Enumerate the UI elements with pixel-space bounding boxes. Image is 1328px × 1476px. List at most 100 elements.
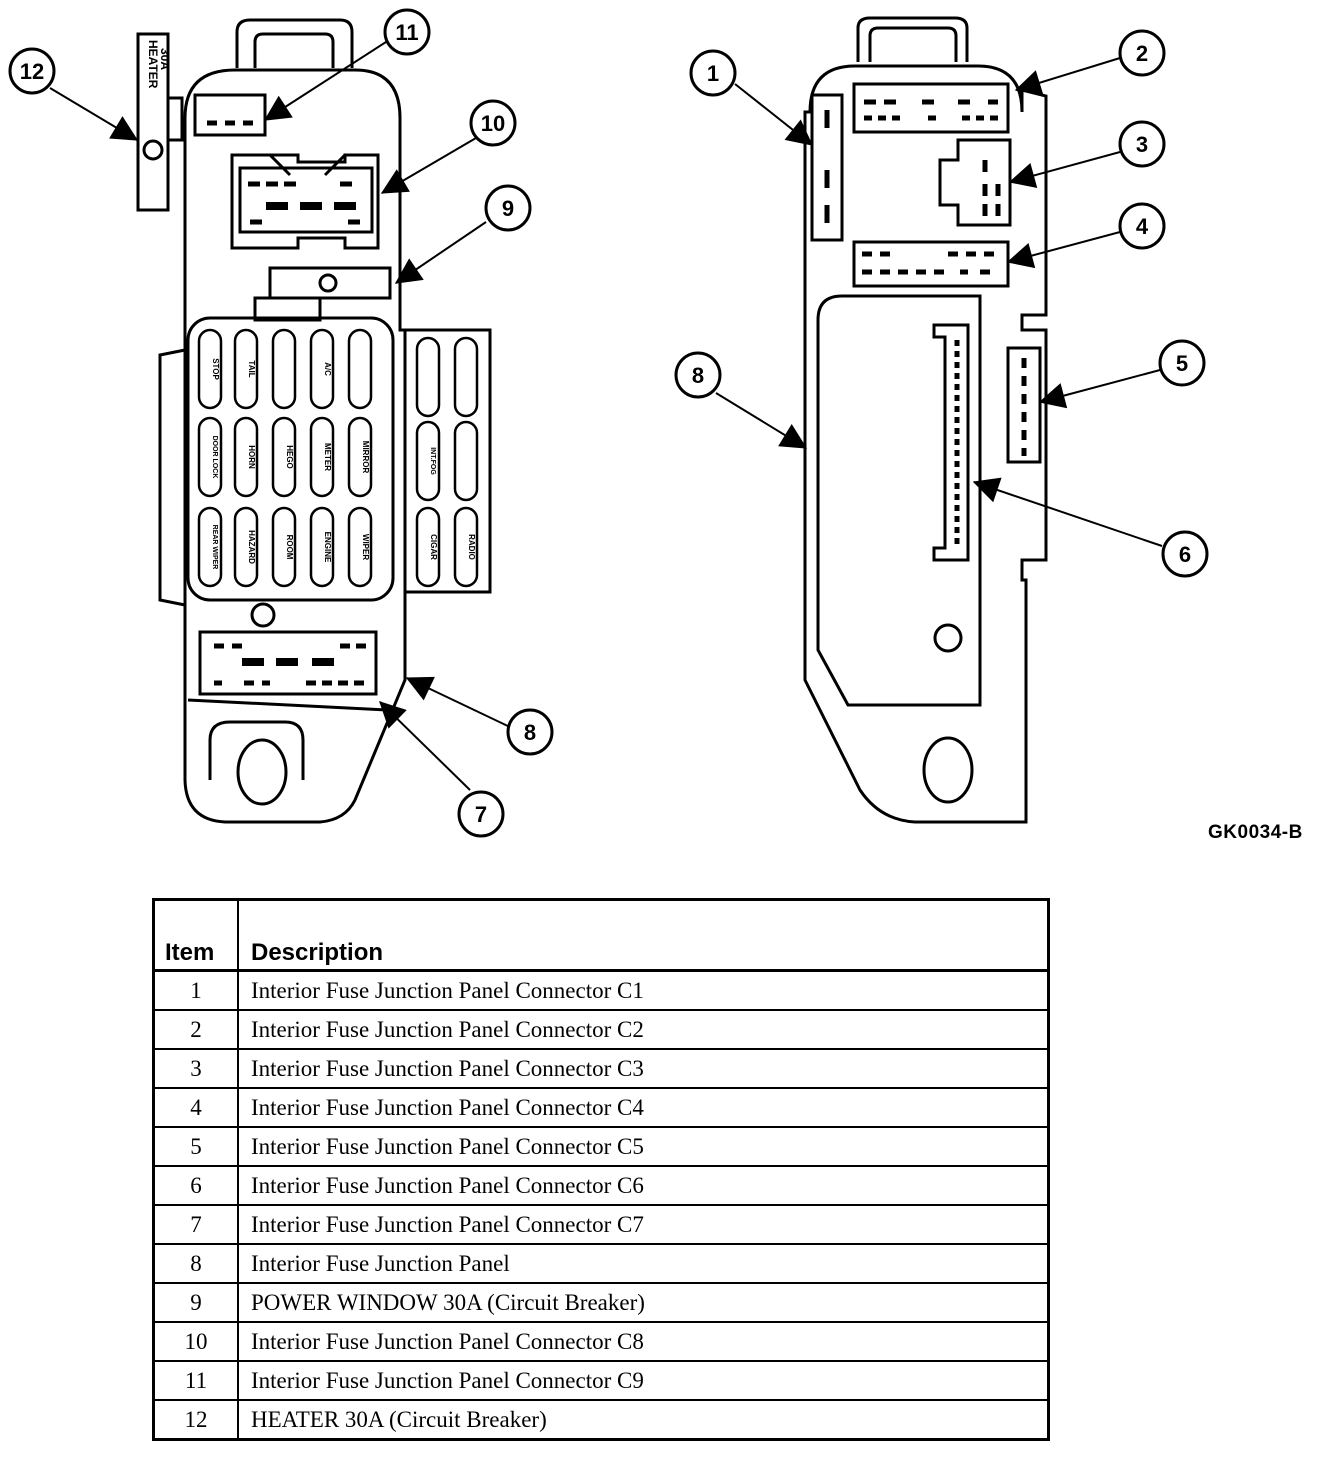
callout-6: 6 (1161, 530, 1209, 578)
fuse-panel-drawing: STOP TAIL A/C DOOR LOCK HORN HEGO METER MIRROR R… (8, 8, 1209, 838)
item-number: 6 (152, 1165, 239, 1206)
fuse-label: METER (323, 443, 332, 471)
fuse-row1-0: STOP (197, 328, 223, 410)
fuse-row2-1: HORN (233, 416, 259, 498)
callout-label: 4 (1136, 214, 1149, 239)
item-description: HEATER 30A (Circuit Breaker) (237, 1399, 1050, 1441)
side-fuse-5: RADIO (453, 506, 479, 588)
callout-label: 6 (1179, 542, 1191, 567)
callout-12: 12 (8, 47, 56, 95)
fuse-row2-4: MIRROR (347, 416, 373, 498)
callout-4: 4 (1118, 202, 1166, 250)
fuse-row3-3: ENGINE (309, 506, 335, 588)
callout-10: 10 (469, 99, 517, 147)
fuse-row1-4 (347, 328, 373, 410)
fuse-label: REAR WIPER (211, 525, 218, 570)
front-panel-body (183, 68, 407, 824)
fuse-label: ENGINE (323, 532, 332, 563)
connector-c1 (810, 93, 844, 242)
item-description: Interior Fuse Junction Panel Connector C… (237, 1048, 1050, 1089)
callout-1: 1 (689, 49, 737, 97)
callout-9: 9 (484, 184, 532, 232)
callout-leaders (49, 41, 1163, 791)
item-number: 3 (152, 1048, 239, 1089)
side-fuse-4: CIGAR (415, 506, 441, 588)
heater-breaker-label-2: 30A (158, 48, 172, 70)
description-column-header: Description (237, 898, 1050, 972)
rear-view (803, 16, 1048, 824)
callout-label: 3 (1136, 132, 1148, 157)
callout-8: 8 (674, 351, 722, 399)
callout-7: 7 (457, 790, 505, 838)
power-window-breaker (268, 266, 392, 300)
connector-c2 (852, 82, 1010, 134)
front-view (158, 18, 492, 824)
front-mounting-tab (235, 18, 354, 68)
item-description: Interior Fuse Junction Panel Connector C… (237, 1204, 1050, 1245)
connector-c4 (852, 240, 1010, 288)
item-description: Interior Fuse Junction Panel Connector C… (237, 1009, 1050, 1050)
front-connector-pins (207, 120, 366, 686)
item-description: Interior Fuse Junction Panel (237, 1243, 1050, 1284)
callout-label: 1 (707, 61, 719, 86)
side-fuse-block (403, 328, 492, 594)
callout-label: 11 (395, 20, 418, 45)
fuse-label: HEGO (285, 445, 294, 469)
heater-breaker: HEATER 30A (136, 32, 184, 212)
item-description: Interior Fuse Junction Panel Connector C… (237, 1126, 1050, 1167)
item-description: Interior Fuse Junction Panel Connector C… (237, 1360, 1050, 1401)
fuse-row1-3: A/C (309, 328, 335, 410)
item-number: 12 (152, 1399, 239, 1441)
item-number: 9 (152, 1282, 239, 1323)
fuse-label: RADIO (467, 534, 476, 560)
item-column-header: Item (152, 898, 239, 972)
callout-label: 8 (524, 720, 536, 745)
callout-label: 7 (475, 802, 487, 827)
fuse-label: HORN (247, 445, 256, 469)
fuse-row1-2 (271, 328, 297, 410)
item-description: Interior Fuse Junction Panel Connector C… (237, 969, 1050, 1011)
rear-panel-body (803, 64, 1048, 824)
fuse-label: MIRROR (361, 441, 370, 474)
callout-label: 8 (692, 363, 704, 388)
callout-3: 3 (1118, 120, 1166, 168)
connector-c8 (230, 153, 380, 250)
item-number: 8 (152, 1243, 239, 1284)
callout-label: 10 (481, 111, 505, 136)
callout-label: 2 (1136, 41, 1148, 66)
callout-label: 9 (502, 196, 514, 221)
fuse-row2-0: DOOR LOCK (197, 416, 223, 498)
fuse-label: WIPER (361, 534, 370, 560)
callout-label: 12 (20, 59, 44, 84)
fuse-row3-2: ROOM (271, 506, 297, 588)
item-description: POWER WINDOW 30A (Circuit Breaker) (237, 1282, 1050, 1323)
fuse-label: DOOR LOCK (211, 436, 218, 479)
side-fuse-0 (415, 336, 441, 418)
fuse-row3-4: WIPER (347, 506, 373, 588)
fuse-row2-2: HEGO (271, 416, 297, 498)
figure-id: GK0034-B (1208, 822, 1303, 843)
item-number: 5 (152, 1126, 239, 1167)
connector-c6 (932, 323, 970, 562)
fuse-grid: STOP TAIL A/C DOOR LOCK HORN HEGO METER MIRROR R… (197, 328, 479, 588)
fuse-row1-1: TAIL (233, 328, 259, 410)
item-number: 2 (152, 1009, 239, 1050)
rear-mounting-tab (856, 16, 969, 62)
fuse-panel-diagram: STOP TAIL A/C DOOR LOCK HORN HEGO METER MIRROR R… (8, 8, 1303, 843)
item-description: Interior Fuse Junction Panel Connector C… (237, 1087, 1050, 1128)
callout-2: 2 (1118, 29, 1166, 77)
callout-8: 8 (506, 708, 554, 756)
fuse-row3-1: HAZARD (233, 506, 259, 588)
fuse-block (186, 316, 395, 602)
fuse-row3-0: REAR WIPER (197, 506, 223, 588)
rear-connector-pins (824, 99, 1027, 545)
